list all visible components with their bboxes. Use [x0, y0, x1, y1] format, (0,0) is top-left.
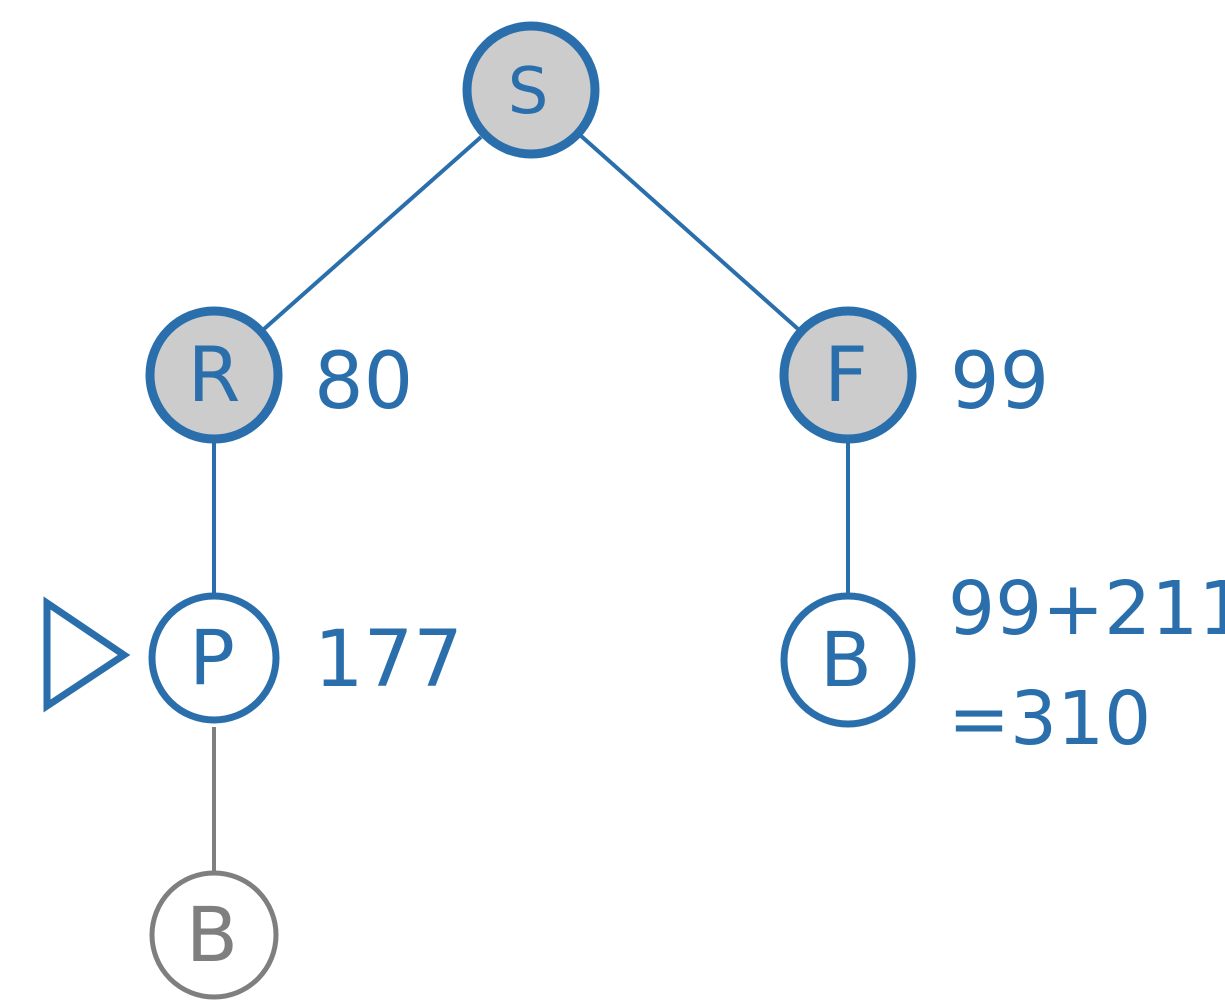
node-b-right-cost-line2: =310 [948, 676, 1151, 762]
node-s: S [462, 21, 600, 159]
node-s-label: S [508, 55, 549, 129]
node-r-label: R [188, 330, 241, 419]
node-r: R [145, 306, 283, 444]
node-p-cost: 177 [314, 615, 463, 705]
node-r-cost: 80 [314, 337, 413, 427]
node-b-right-cost-line1: 99+211 [948, 566, 1225, 652]
triangle-right-outline-icon [43, 596, 131, 713]
node-p-label: P [189, 613, 235, 702]
node-b-right: B [780, 592, 916, 728]
node-p: P [148, 592, 280, 724]
edge-s-r [262, 135, 483, 331]
node-b-left-label: B [186, 890, 238, 979]
node-b-left: B [149, 870, 279, 1000]
node-f-cost: 99 [950, 337, 1049, 427]
node-f-label: F [824, 330, 868, 419]
node-f: F [779, 306, 917, 444]
node-b-right-label: B [820, 615, 872, 704]
edge-s-f [578, 133, 800, 331]
